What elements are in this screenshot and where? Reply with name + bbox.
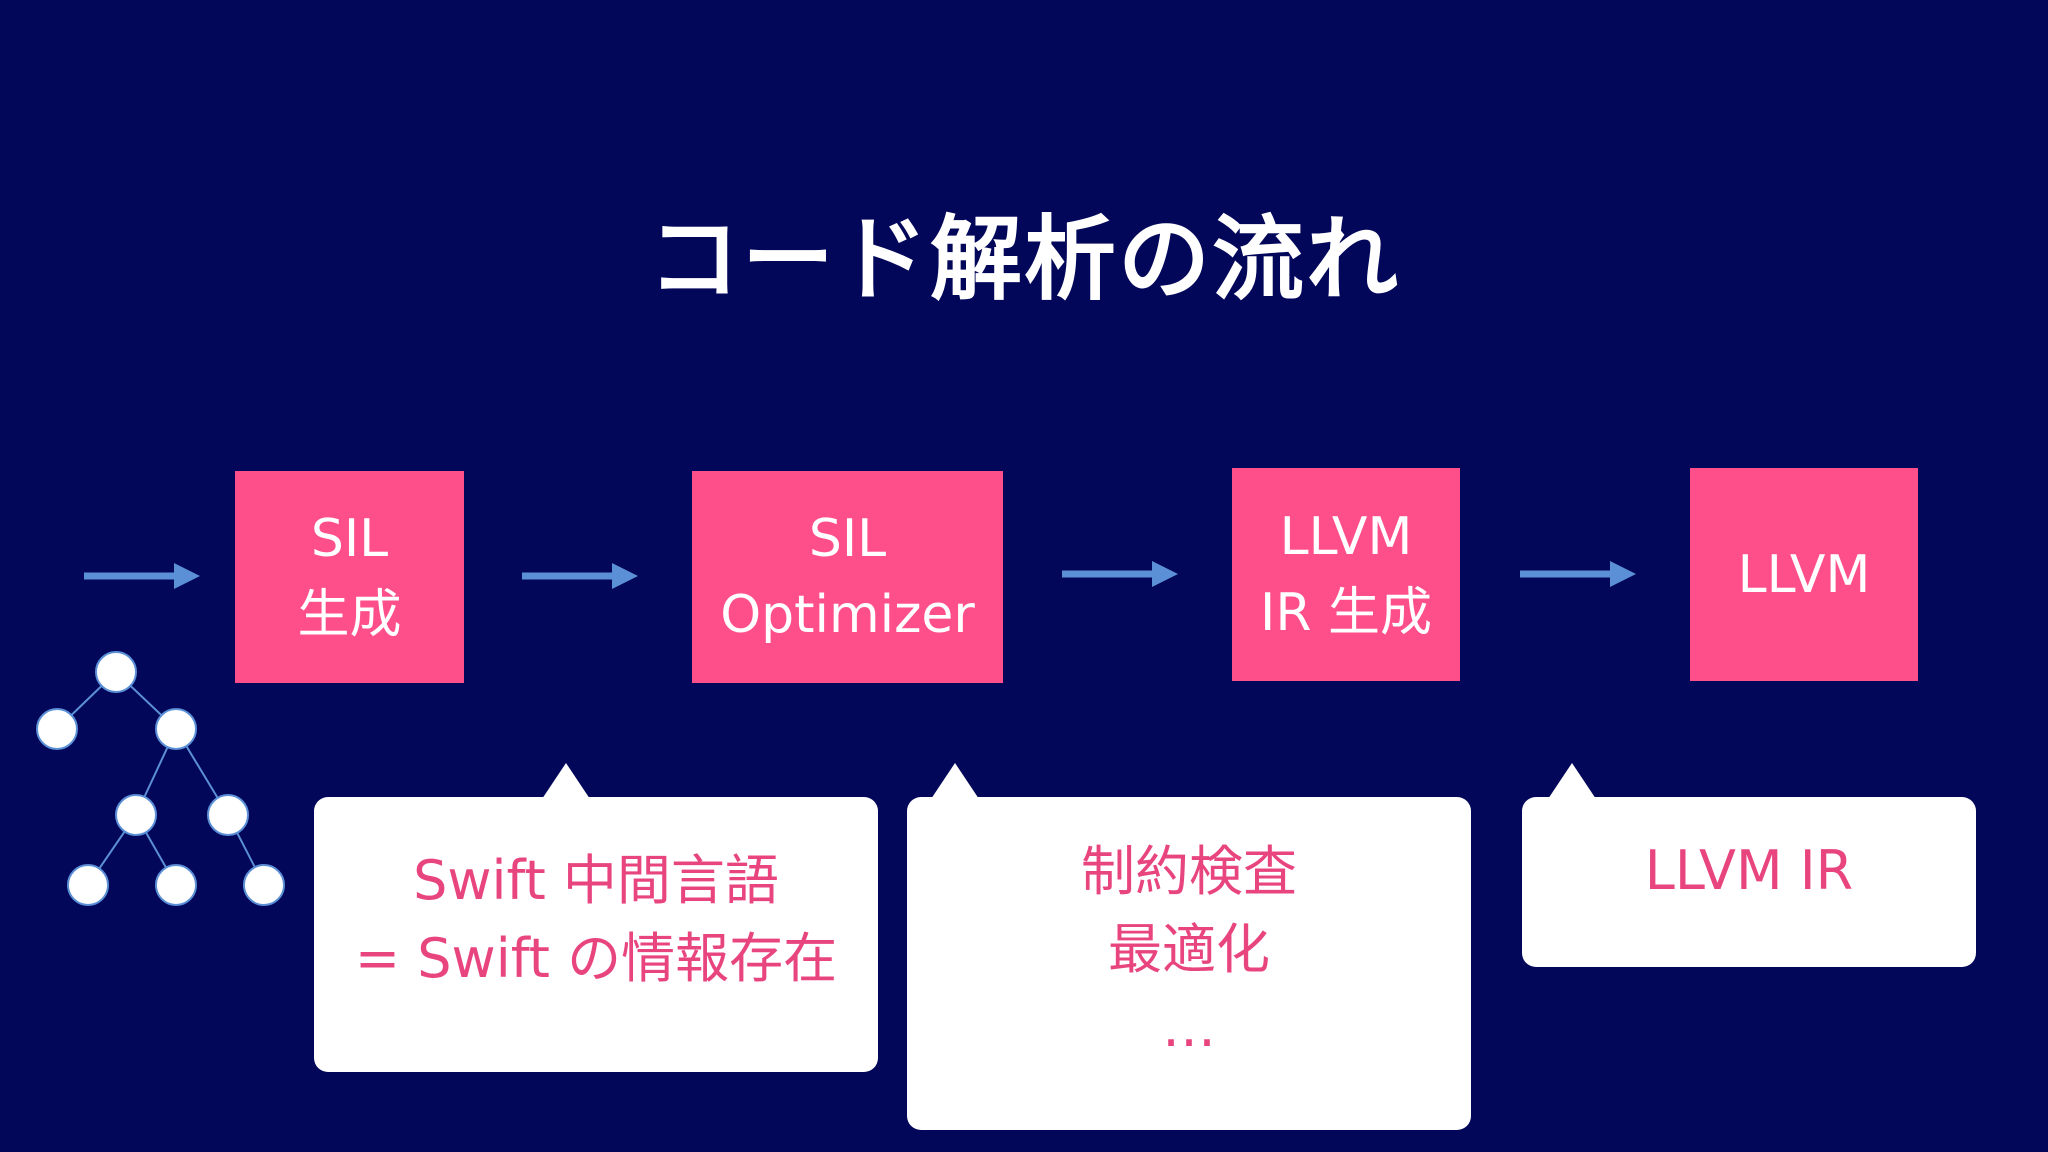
syntax-tree-icon — [36, 651, 285, 906]
stage-label-line1: LLVM — [1737, 544, 1871, 605]
callout-line: LLVM IR — [1644, 839, 1854, 902]
arrow-right-icon — [522, 563, 638, 589]
callout-text: LLVM IR — [1522, 832, 1976, 910]
stage-label-line2: Optimizer — [720, 585, 975, 645]
stage-label-line1: SIL — [808, 509, 887, 569]
callout-line: Swift 中間言語 — [413, 849, 779, 912]
stage-sil-generation: SIL 生成 — [235, 471, 464, 683]
stage-llvm: LLVM — [1690, 468, 1918, 681]
callout-text: 制約検査 最適化 … — [907, 833, 1471, 1067]
arrow-right-icon — [1520, 561, 1636, 587]
callout-llvm-ir: LLVM IR — [1522, 763, 1976, 967]
callout-line: … — [1162, 996, 1216, 1059]
callout-optimizer: 制約検査 最適化 … — [907, 763, 1471, 1130]
callout-line: 最適化 — [1108, 918, 1270, 981]
stage-label-line1: SIL — [310, 509, 389, 569]
arrow-right-icon — [84, 563, 200, 589]
stage-llvm-ir-generation: LLVM IR 生成 — [1232, 468, 1460, 681]
callout-sil: .c1::before{left:224px;} Swift 中間言語 = Sw… — [314, 763, 878, 1072]
stage-label-line2: 生成 — [297, 585, 402, 645]
stage-label-line1: LLVM — [1279, 506, 1413, 567]
slide-title: コード解析の流れ — [647, 206, 1400, 313]
stage-label-line2: IR 生成 — [1260, 582, 1432, 643]
arrow-right-icon — [1062, 561, 1178, 587]
callout-text: Swift 中間言語 = Swift の情報存在 — [314, 842, 878, 998]
callout-line: = Swift の情報存在 — [354, 927, 838, 990]
stage-sil-optimizer: SIL Optimizer — [692, 471, 1003, 683]
callout-line: 制約検査 — [1081, 840, 1297, 903]
